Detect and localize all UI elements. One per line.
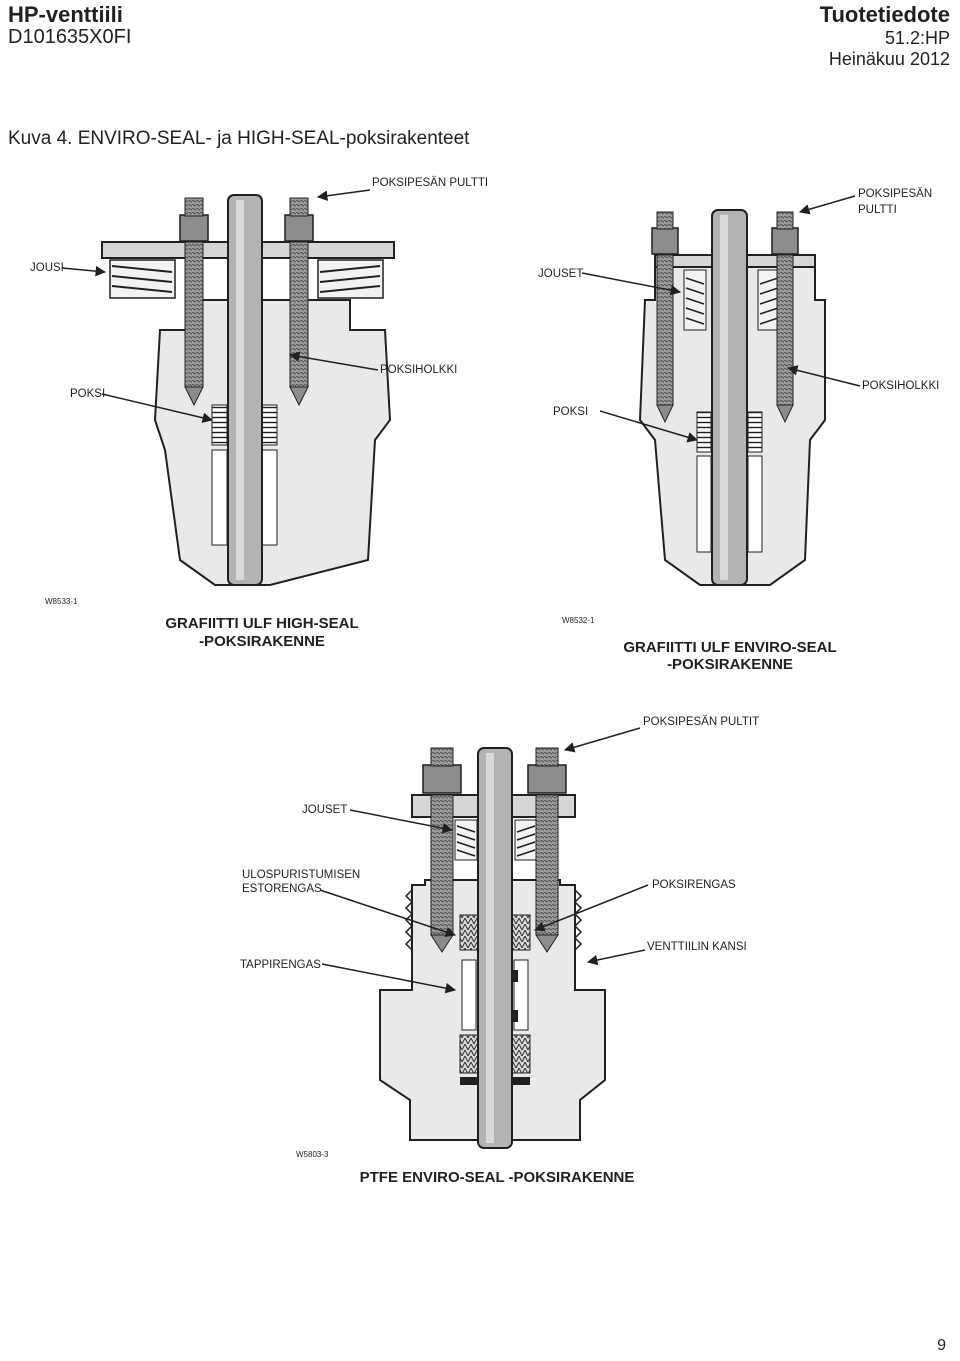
spring-stack-left [109, 259, 176, 299]
label-gland-bolt-2-line2: PULTTI [858, 204, 897, 216]
valve-stem-2 [711, 209, 748, 586]
bushing-2-left [696, 455, 712, 553]
valve-stem-3 [477, 747, 513, 1149]
label-bonnet-3: VENTTIILIN KANSI [647, 941, 747, 953]
label-bushing-2: POKSIHOLKKI [862, 380, 939, 392]
publish-date: Heinäkuu 2012 [828, 49, 950, 69]
diagram2-labels: POKSIPESÄN PULTTI JOUSET POKSI POKSIHOLK… [538, 188, 939, 673]
figure-title: Kuva 4. ENVIRO-SEAL- ja HIGH-SEAL-poksir… [8, 128, 470, 149]
label-springs-2: JOUSET [538, 268, 583, 280]
packing-right [261, 404, 278, 446]
lantern-ring-3-left [461, 959, 477, 1031]
section-number: 51.2:HP [884, 28, 950, 48]
ptfe-enviro-seal-diagram [379, 747, 606, 1149]
gland-bolt-3-right [527, 747, 567, 953]
label-springs-3: JOUSET [302, 804, 347, 816]
label-lantern-ring-3: TAPPIRENGAS [240, 959, 321, 971]
diagram3-labels: POKSIPESÄN PULTIT JOUSET ULOSPURISTUMISE… [240, 716, 759, 1186]
figure-code-3: W5803-3 [296, 1150, 329, 1159]
label-packing: POKSI [70, 388, 105, 400]
figure-code-1: W8533-1 [45, 597, 78, 606]
label-packing-ring-3: POKSIRENGAS [652, 879, 736, 891]
gland-bolt-right [284, 197, 314, 407]
label-gland-bolt-2-line1: POKSIPESÄN [858, 188, 932, 200]
caption-2-line1: GRAFIITTI ULF ENVIRO-SEAL [623, 639, 836, 656]
spring-stack-3-right [514, 819, 538, 861]
label-packing-2: POKSI [553, 406, 588, 418]
document-number: D101635X0FI [8, 26, 132, 48]
product-name: HP-venttiili [8, 2, 123, 27]
label-spring: JOUSI [30, 262, 64, 274]
caption-1-line1: GRAFIITTI ULF HIGH-SEAL [165, 615, 358, 632]
caption-1-line2: -POKSIRAKENNE [199, 633, 325, 650]
enviro-seal-diagram [638, 209, 826, 586]
page-number: 9 [937, 1337, 946, 1354]
packing-2-left [696, 411, 712, 453]
spring-stack-2-left [683, 269, 707, 331]
label-gland-bolts-3: POKSIPESÄN PULTIT [643, 716, 759, 728]
figure-code-2: W8532-1 [562, 616, 595, 625]
label-anti-extrusion-line1: ULOSPURISTUMISEN [242, 869, 360, 881]
packing-2-right [747, 411, 763, 453]
header-right: Tuotetiedote 51.2:HP Heinäkuu 2012 [820, 2, 950, 70]
bushing-left [211, 449, 228, 546]
label-anti-extrusion-line2: ESTORENGAS [242, 883, 322, 895]
label-gland-bolt: POKSIPESÄN PULTTI [372, 177, 488, 189]
gland-bolt-2-left [651, 211, 679, 424]
packing-left [211, 404, 228, 446]
diagram1-labels: POKSIPESÄN PULTTI JOUSI POKSI POKSIHOLKK… [30, 177, 488, 650]
spring-stack-3-left [454, 819, 478, 861]
document-type: Tuotetiedote [819, 2, 950, 27]
gland-bolt-3-left [422, 747, 462, 953]
bushing-2-right [747, 455, 763, 553]
bushing-right [261, 449, 278, 546]
spring-stack-right [317, 259, 384, 299]
gland-bolt-left [179, 197, 209, 407]
caption-3: PTFE ENVIRO-SEAL -POKSIRAKENNE [360, 1169, 635, 1186]
high-seal-diagram [101, 194, 395, 586]
caption-2-line2: -POKSIRAKENNE [667, 656, 793, 673]
label-bushing: POKSIHOLKKI [380, 364, 457, 376]
valve-stem [227, 194, 263, 586]
